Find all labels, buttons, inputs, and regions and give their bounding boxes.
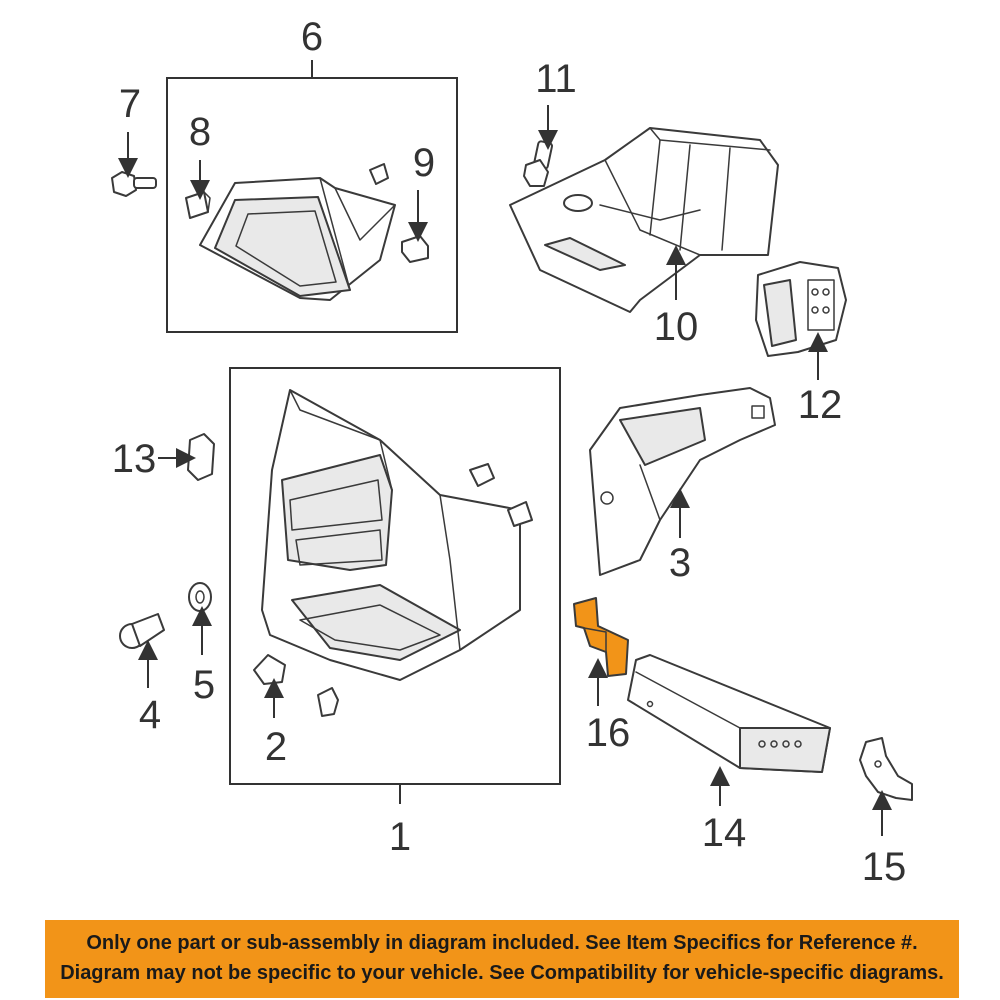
disclaimer-banner: Only one part or sub-assembly in diagram…	[45, 920, 959, 998]
callout-1: 1	[389, 815, 411, 859]
part-6-assembly	[199, 163, 396, 301]
disclaimer-line-2: Diagram may not be specific to your vehi…	[60, 962, 944, 984]
disclaimer-line-1: Only one part or sub-assembly in diagram…	[86, 932, 918, 954]
callout-4: 4	[139, 693, 161, 737]
part-5-grommet	[188, 582, 212, 612]
callout-13: 13	[112, 437, 157, 481]
callout-5: 5	[193, 663, 215, 707]
part-11-bolt	[523, 140, 553, 187]
part-16-bracket-highlighted	[573, 597, 629, 677]
callout-10: 10	[654, 305, 699, 349]
assembly-box-1	[229, 367, 561, 785]
part-10-cupholder	[509, 127, 779, 313]
part-16-shape	[573, 597, 629, 677]
callout-12: 12	[798, 383, 843, 427]
callout-6: 6	[301, 15, 323, 59]
part-9-clip	[401, 235, 429, 263]
callout-11: 11	[535, 57, 577, 101]
part-8-clip	[185, 191, 211, 219]
callout-7: 7	[119, 82, 141, 126]
part-12-switch	[755, 261, 847, 357]
part-7-bolt	[111, 171, 157, 197]
part-4-fastener	[119, 613, 165, 649]
callout-14: 14	[702, 811, 747, 855]
callout-16: 16	[586, 711, 631, 755]
part-13-cap	[187, 433, 215, 481]
part-3-panel	[589, 387, 776, 576]
part-15-bracket	[859, 737, 913, 801]
callout-9: 9	[413, 141, 435, 185]
callout-3: 3	[669, 541, 691, 585]
callout-2: 2	[265, 725, 287, 769]
callout-8: 8	[189, 110, 211, 154]
callout-15: 15	[862, 845, 907, 889]
part-14-module	[627, 654, 831, 773]
part-2-clip	[253, 654, 339, 717]
part-1-console	[261, 389, 533, 681]
